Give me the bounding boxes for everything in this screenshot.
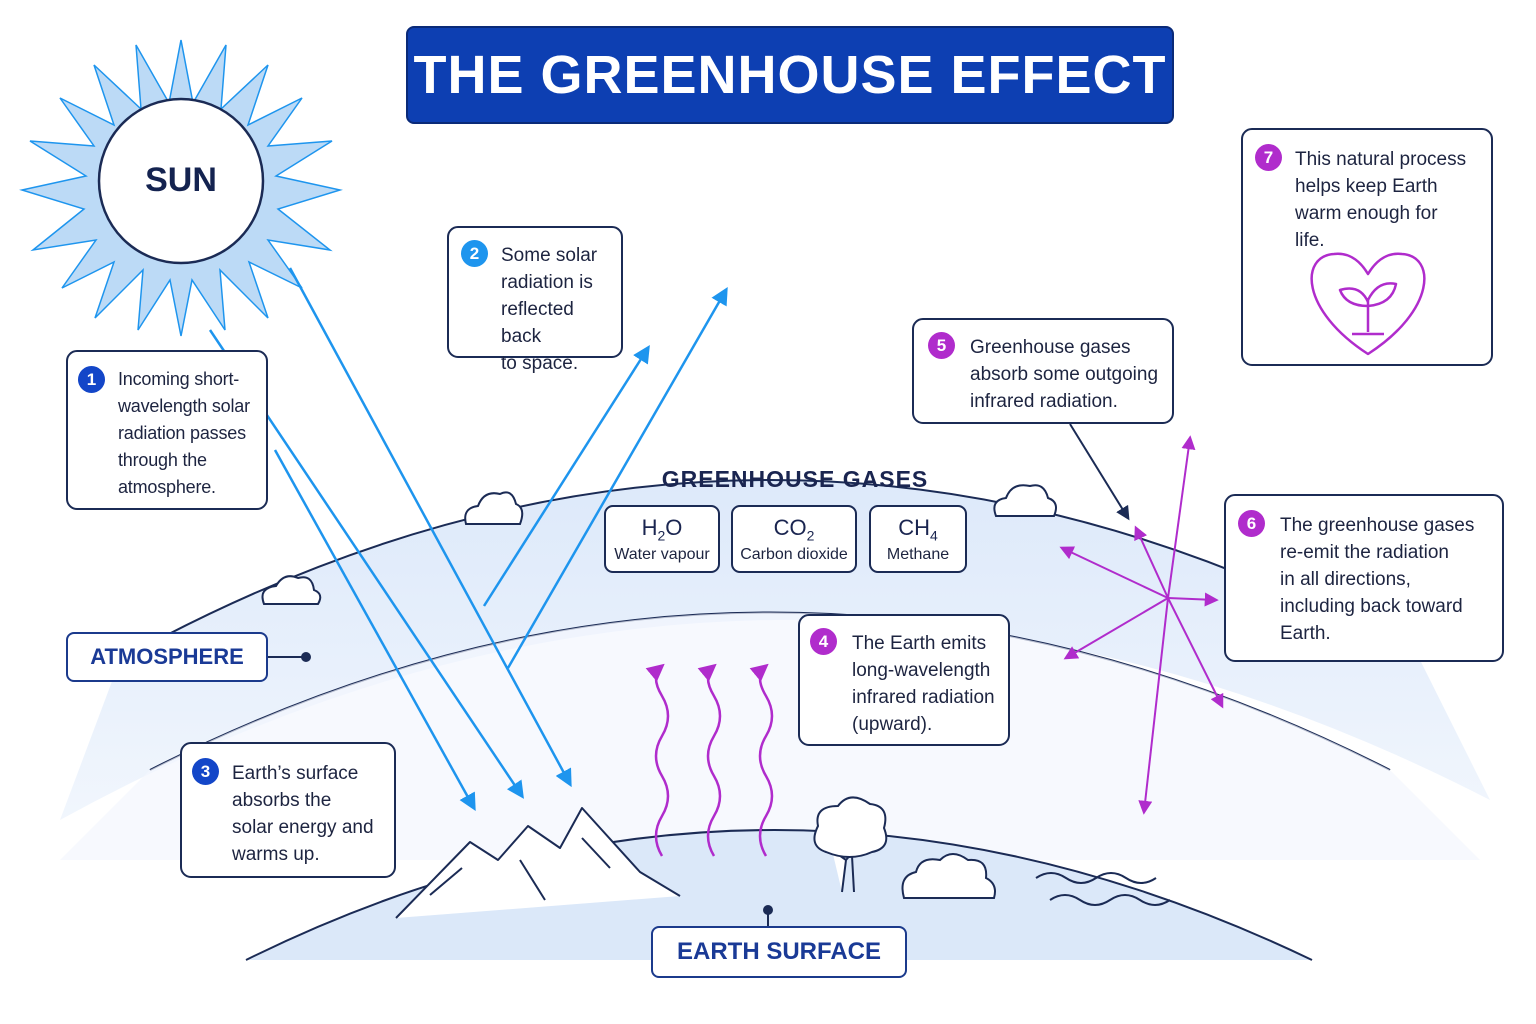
reflected-solar-arrows xyxy=(482,286,728,669)
step-1-card: 1 Incoming short- wavelength solar radia… xyxy=(66,350,268,510)
cloud-icon xyxy=(261,484,1057,605)
earth-surface-label: EARTH SURFACE xyxy=(651,926,907,978)
tree-icon xyxy=(813,796,888,893)
heart-plant-icon xyxy=(1310,252,1426,356)
gas-formula: CH4 xyxy=(898,515,938,544)
gas-box-water-vapour: H2O Water vapour xyxy=(604,505,720,573)
step-6-badge: 6 xyxy=(1238,510,1265,537)
atmosphere-band xyxy=(60,480,1490,820)
step-3-text: Earth’s surface absorbs the solar energy… xyxy=(232,763,374,865)
gas-formula: CO2 xyxy=(773,515,815,544)
re-emission-arrows xyxy=(1059,435,1224,815)
atmosphere-label-connector xyxy=(268,652,311,662)
gas-box-carbon-dioxide: CO2 Carbon dioxide xyxy=(731,505,857,573)
step-5-text: Greenhouse gases absorb some outgoing in… xyxy=(970,337,1159,412)
step-1-text: Incoming short- wavelength solar radiati… xyxy=(118,369,250,497)
step-2-text: Some solar radiation is reflected back t… xyxy=(501,245,598,374)
step-7-badge: 7 xyxy=(1255,144,1282,171)
atmosphere-fade xyxy=(60,612,1480,860)
gas-name: Water vapour xyxy=(614,546,710,564)
step-1-badge: 1 xyxy=(78,366,105,393)
step-7-text: This natural process helps keep Earth wa… xyxy=(1295,149,1467,251)
step-4-text: The Earth emits long-wavelength infrared… xyxy=(852,633,995,735)
gas-formula: H2O xyxy=(641,515,683,544)
step-2-badge: 2 xyxy=(461,240,488,267)
gas-box-methane: CH4 Methane xyxy=(869,505,967,573)
gas-name: Carbon dioxide xyxy=(740,546,848,564)
earth-surface-label-connector xyxy=(763,905,773,928)
step-3-badge: 3 xyxy=(192,758,219,785)
page-title: THE GREENHOUSE EFFECT xyxy=(406,26,1174,124)
water-waves-icon xyxy=(1035,872,1171,906)
gas-name: Methane xyxy=(886,546,950,564)
step-5-badge: 5 xyxy=(928,332,955,359)
bush-icon xyxy=(901,853,996,899)
greenhouse-gases-title: GREENHOUSE GASES xyxy=(661,466,929,492)
step-7-card: 7 This natural process helps keep Earth … xyxy=(1241,128,1493,366)
infrared-emission-arrows xyxy=(645,663,774,857)
step-3-card: 3 Earth’s surface absorbs the solar ener… xyxy=(180,742,396,878)
sun-label: SUN xyxy=(145,160,217,199)
step-5-card: 5 Greenhouse gases absorb some outgoing … xyxy=(912,318,1174,424)
step-2-card: 2 Some solar radiation is reflected back… xyxy=(447,226,623,374)
step-6-card: 6 The greenhouse gases re-emit the radia… xyxy=(1224,494,1504,662)
sun-icon xyxy=(19,39,343,337)
step-4-badge: 4 xyxy=(810,628,837,655)
step-4-card: 4 The Earth emits long-wavelength infrar… xyxy=(798,614,1010,746)
atmosphere-label: ATMOSPHERE xyxy=(66,632,268,682)
step-5-pointer-arrow xyxy=(1069,423,1130,521)
mountain-icon xyxy=(395,807,681,919)
step-6-text: The greenhouse gases re-emit the radiati… xyxy=(1280,515,1475,644)
